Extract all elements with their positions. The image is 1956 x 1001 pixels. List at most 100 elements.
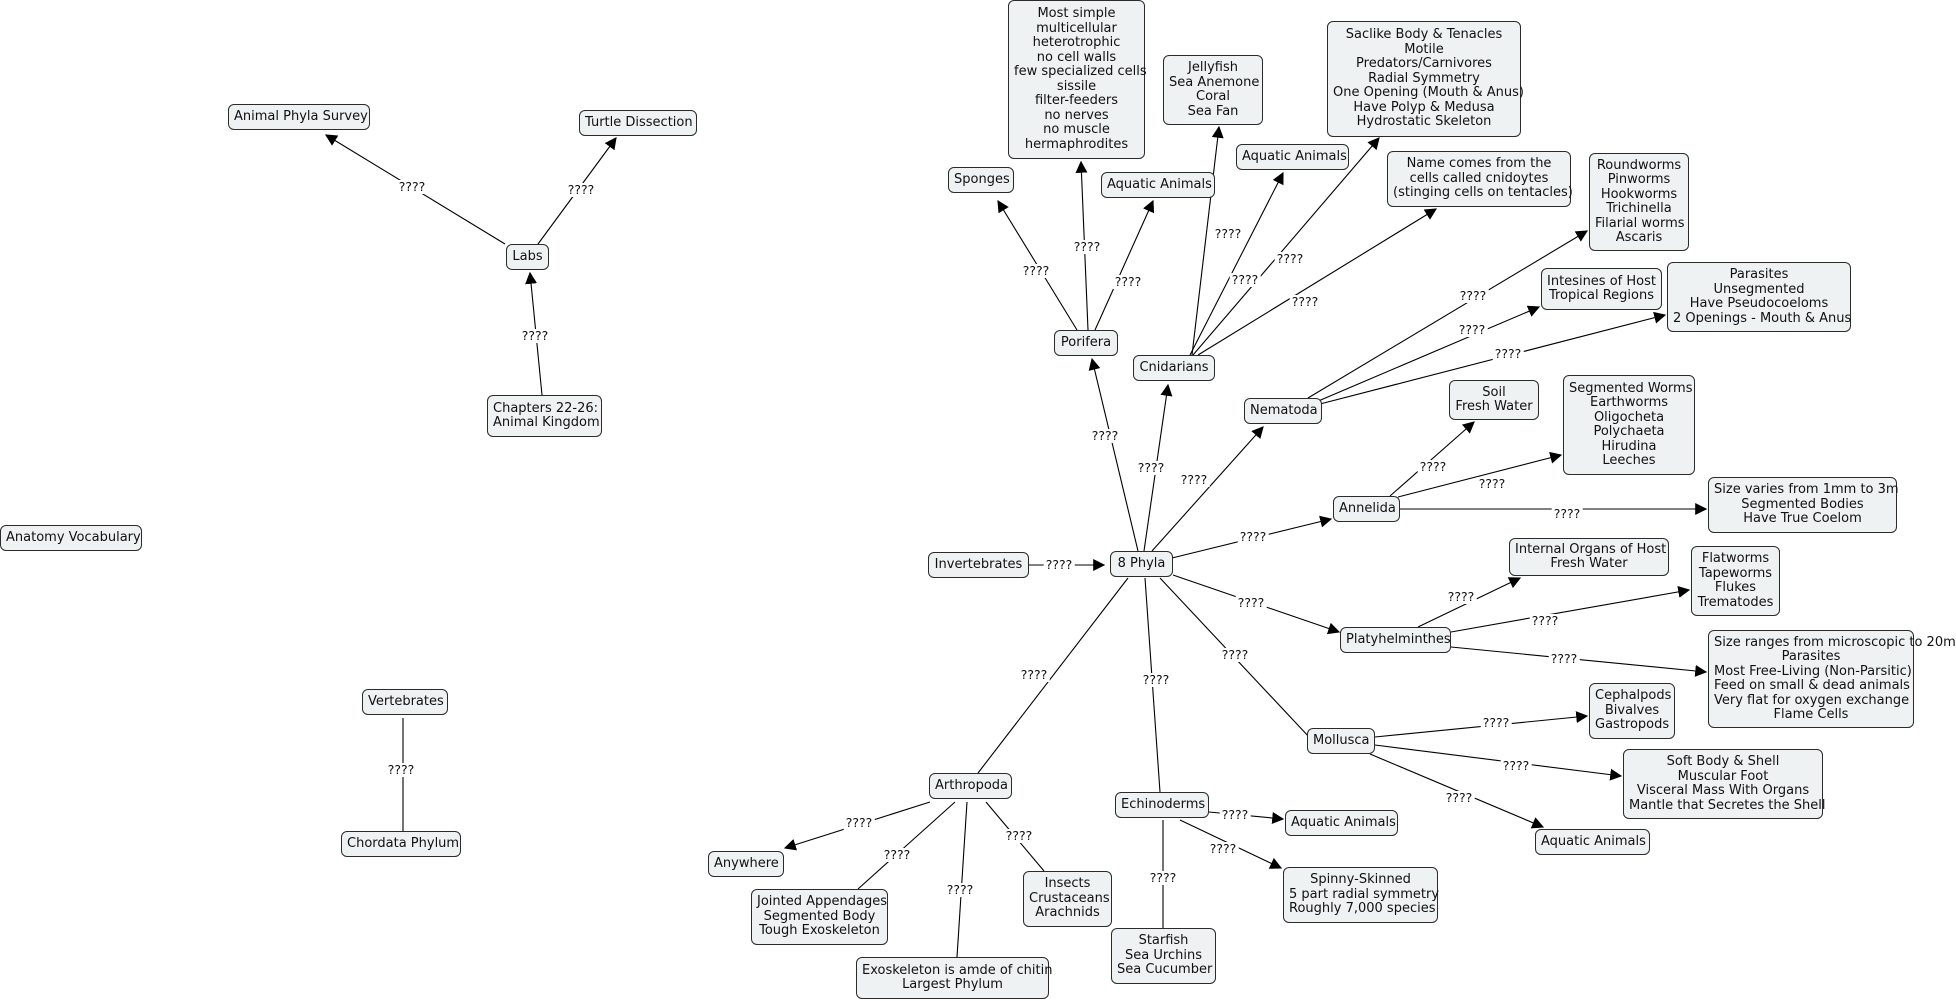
connector-line [1397, 451, 1563, 498]
node-text-line: filter-feeders [1034, 93, 1119, 108]
node-text-line: Flame Cells [1773, 707, 1849, 722]
link-label: ???? [1289, 294, 1321, 309]
concept-node-annelida[interactable]: Annelida [1333, 496, 1400, 522]
node-text-line: Invertebrates [934, 556, 1023, 572]
node-text-line: Tropical Regions [1548, 288, 1655, 303]
node-text-line: Bivalves [1604, 702, 1660, 718]
concept-node-nematoda[interactable]: Nematoda [1244, 398, 1322, 424]
concept-node-eight-phyla[interactable]: 8 Phyla [1110, 551, 1173, 577]
connector-line [1319, 311, 1667, 405]
node-text-line: Parasites [1781, 649, 1841, 664]
concept-node-aquatic-echinoderms[interactable]: Aquatic Animals [1285, 810, 1398, 836]
link-label: ???? [1135, 460, 1167, 475]
concept-node-labs[interactable]: Labs [506, 244, 549, 270]
concept-node-animal-phyla-survey[interactable]: Animal Phyla Survey [228, 104, 370, 130]
node-text-line: Hookworms [1600, 186, 1678, 202]
node-text-line: Annelida [1339, 500, 1396, 516]
concept-node-chapters[interactable]: Chapters 22-26:Animal Kingdom [487, 395, 602, 437]
connector-line [1191, 125, 1224, 356]
node-text-line: Aquatic Animals [1107, 176, 1212, 192]
connector-line [1450, 585, 1691, 633]
node-text-line: Cnidarians [1139, 359, 1209, 375]
link-label: ???? [519, 328, 551, 343]
node-text-line: no muscle [1043, 122, 1110, 137]
concept-node-arthropoda[interactable]: Arthropoda [929, 773, 1012, 799]
node-text-line: Pinworms [1607, 172, 1671, 187]
connector-line [857, 801, 956, 890]
link-label: ???? [944, 882, 976, 897]
link-label: ???? [1443, 790, 1475, 805]
node-text-line: few specialized cells [1014, 64, 1147, 79]
concept-node-vertebrates[interactable]: Vertebrates [362, 689, 448, 715]
node-text-line: Sponges [954, 171, 1010, 187]
concept-node-echinoderms[interactable]: Echinoderms [1115, 792, 1209, 818]
link-label: ???? [1219, 647, 1251, 662]
node-text-line: Muscular Foot [1677, 768, 1769, 784]
node-text-line: Cephalpods [1595, 688, 1672, 704]
concept-node-mollusca[interactable]: Mollusca [1307, 728, 1375, 754]
node-text-line: Segmented Worms [1569, 380, 1693, 396]
link-label: ???? [1112, 274, 1144, 289]
concept-node-platyhelminthes[interactable]: Platyhelminthes [1340, 627, 1451, 653]
concept-node-anywhere[interactable]: Anywhere [708, 851, 784, 877]
link-label: ???? [1018, 667, 1050, 682]
node-text-line: Soft Body & Shell [1666, 754, 1780, 769]
concept-node-chordata[interactable]: Chordata Phylum [341, 831, 461, 857]
node-text-line: Roundworms [1596, 157, 1682, 173]
node-text-line: Segmented Body [763, 908, 876, 924]
node-text-line: Animal Kingdom [493, 415, 600, 430]
node-text-line: Gastropods [1595, 717, 1670, 733]
link-label: ???? [881, 847, 913, 862]
node-text-line: Internal Organs of Host [1515, 541, 1667, 557]
concept-node-aquatic-cnidarians[interactable]: Aquatic Animals [1236, 144, 1349, 170]
node-text-line: Aquatic Animals [1541, 833, 1646, 849]
link-label: ???? [1480, 715, 1512, 730]
node-text-line: Hirudina [1601, 438, 1657, 454]
link-label: ???? [1003, 828, 1035, 843]
node-text-line: Aquatic Animals [1242, 148, 1347, 164]
link-label: ???? [1071, 239, 1103, 254]
link-label: ???? [1043, 557, 1075, 572]
node-text-line: hermaphrodites [1024, 136, 1129, 152]
node-text-line: Size ranges from microscopic to 20m [1714, 634, 1956, 650]
node-text-line: 2 Openings - Mouth & Anus [1673, 310, 1852, 326]
concept-node-porifera[interactable]: Porifera [1054, 330, 1118, 356]
concept-node-turtle-dissection[interactable]: Turtle Dissection [579, 110, 697, 136]
concept-node-cnidarians[interactable]: Cnidarians [1133, 355, 1215, 381]
concept-node-aquatic-porifera[interactable]: Aquatic Animals [1101, 172, 1215, 198]
node-text-line: Platyhelminthes [1346, 631, 1451, 647]
concept-node-sponges[interactable]: Sponges [948, 167, 1014, 193]
node-text-line: Labs [512, 248, 543, 264]
node-text-line: Nematoda [1250, 402, 1318, 418]
connector-line [1307, 230, 1589, 399]
node-text-line: Anatomy Vocabulary [6, 529, 141, 545]
concept-node-aquatic-mollusca[interactable]: Aquatic Animals [1535, 829, 1650, 855]
concept-node-anatomy-vocab[interactable]: Anatomy Vocabulary [0, 525, 142, 551]
link-label: ???? [1020, 263, 1052, 278]
node-text-line: Motile [1404, 41, 1444, 57]
node-text-line: Jointed Appendages [757, 894, 887, 910]
link-label: ???? [1274, 251, 1306, 266]
node-text-line: Have True Coelom [1743, 511, 1862, 527]
concept-node-invertebrates[interactable]: Invertebrates [928, 552, 1029, 578]
